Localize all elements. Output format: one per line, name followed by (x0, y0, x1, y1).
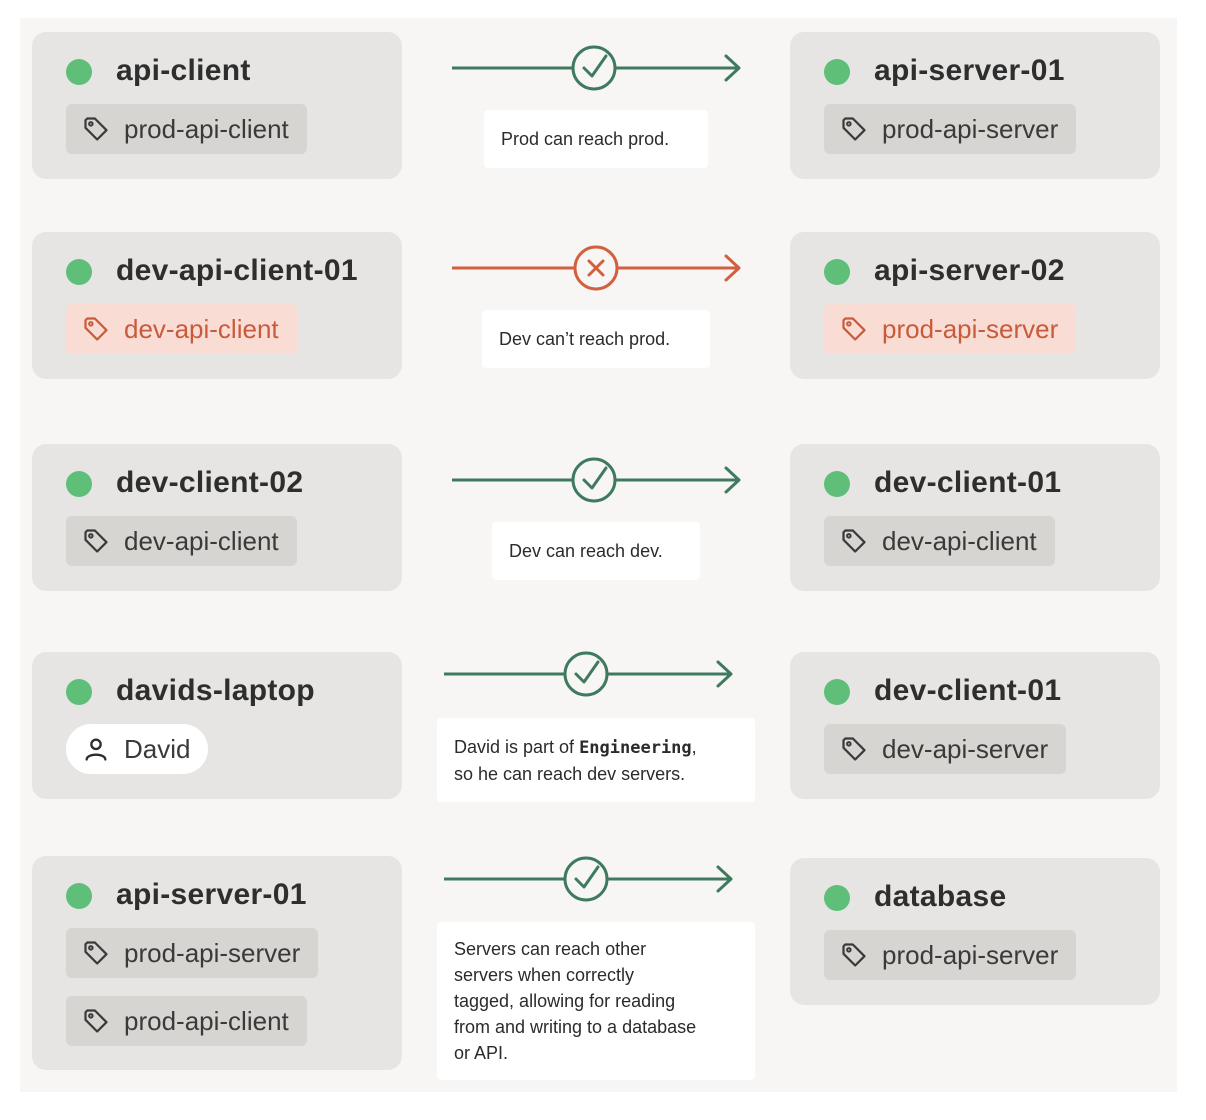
source-node-api-server-01: api-server-01 prod-api-server prod-api-c… (32, 856, 402, 1070)
connection-arrow-allowed (452, 457, 741, 503)
online-status-dot (824, 259, 850, 285)
online-status-dot (824, 885, 850, 911)
tag-chip: prod-api-server (66, 928, 319, 978)
node-name: dev-client-02 (116, 466, 304, 499)
source-node-api-client: api-client prod-api-client (32, 32, 402, 179)
tag-icon (840, 527, 868, 555)
tag-chip: prod-api-client (66, 996, 307, 1046)
online-status-dot (66, 259, 92, 285)
connection-arrow-denied (452, 245, 741, 291)
online-status-dot (824, 471, 850, 497)
check-circle-icon (563, 856, 609, 902)
node-name: dev-client-01 (874, 674, 1062, 707)
x-circle-icon (573, 245, 619, 291)
online-status-dot (66, 883, 92, 909)
tag-label: prod-api-server (882, 939, 1059, 970)
tag-label: dev-api-client (124, 525, 279, 556)
tag-label: dev-api-client (124, 313, 279, 344)
node-name: api-server-01 (116, 878, 307, 911)
tag-icon (840, 735, 868, 763)
user-label: David (124, 733, 191, 764)
tag-label: dev-api-server (882, 733, 1049, 764)
user-icon (82, 735, 110, 763)
target-node-api-server-01: api-server-01 prod-api-server (790, 32, 1160, 179)
rule-note: Prod can reach prod. (484, 110, 708, 168)
connection-arrow-allowed (444, 651, 733, 697)
online-status-dot (824, 59, 850, 85)
tag-label: prod-api-server (124, 937, 301, 968)
rule-note: David is part of Engineering, so he can … (437, 718, 755, 802)
rule-note: Servers can reach other servers when cor… (437, 922, 755, 1080)
connection-arrow-allowed (452, 45, 741, 91)
tag-icon (82, 939, 110, 967)
tag-chip-denied: prod-api-server (824, 304, 1077, 354)
check-circle-icon (571, 457, 617, 503)
node-name: davids-laptop (116, 674, 315, 707)
tag-chip: prod-api-server (824, 104, 1077, 154)
tag-icon (82, 527, 110, 555)
tag-icon (840, 315, 868, 343)
tag-chip: dev-api-server (824, 724, 1067, 774)
tag-icon (840, 941, 868, 969)
target-node-dev-client-01: dev-client-01 dev-api-client (790, 444, 1160, 591)
tag-label: prod-api-client (124, 113, 289, 144)
node-name: database (874, 880, 1007, 913)
group-name: Engineering (579, 738, 692, 758)
online-status-dot (66, 679, 92, 705)
tag-label: prod-api-server (882, 313, 1059, 344)
rule-note: Dev can’t reach prod. (482, 310, 710, 368)
tag-chip: prod-api-client (66, 104, 307, 154)
tag-icon (82, 315, 110, 343)
online-status-dot (66, 59, 92, 85)
tag-icon (82, 115, 110, 143)
online-status-dot (824, 679, 850, 705)
target-node-database: database prod-api-server (790, 858, 1160, 1005)
rule-note: Dev can reach dev. (492, 522, 700, 580)
tag-label: prod-api-client (124, 1005, 289, 1036)
tag-chip: dev-api-client (824, 516, 1055, 566)
user-chip: David (66, 724, 209, 774)
tag-chip-denied: dev-api-client (66, 304, 297, 354)
target-node-dev-client-01: dev-client-01 dev-api-server (790, 652, 1160, 799)
tag-chip: dev-api-client (66, 516, 297, 566)
check-circle-icon (563, 651, 609, 697)
check-circle-icon (571, 45, 617, 91)
connection-arrow-allowed (444, 856, 733, 902)
tag-label: dev-api-client (882, 525, 1037, 556)
tag-icon (82, 1007, 110, 1035)
node-name: api-client (116, 54, 251, 87)
tag-label: prod-api-server (882, 113, 1059, 144)
node-name: api-server-01 (874, 54, 1065, 87)
node-name: api-server-02 (874, 254, 1065, 287)
source-node-dev-api-client-01: dev-api-client-01 dev-api-client (32, 232, 402, 379)
target-node-api-server-02: api-server-02 prod-api-server (790, 232, 1160, 379)
node-name: dev-client-01 (874, 466, 1062, 499)
tag-icon (840, 115, 868, 143)
source-node-dev-client-02: dev-client-02 dev-api-client (32, 444, 402, 591)
tag-chip: prod-api-server (824, 930, 1077, 980)
online-status-dot (66, 471, 92, 497)
source-node-davids-laptop: davids-laptop David (32, 652, 402, 799)
node-name: dev-api-client-01 (116, 254, 358, 287)
